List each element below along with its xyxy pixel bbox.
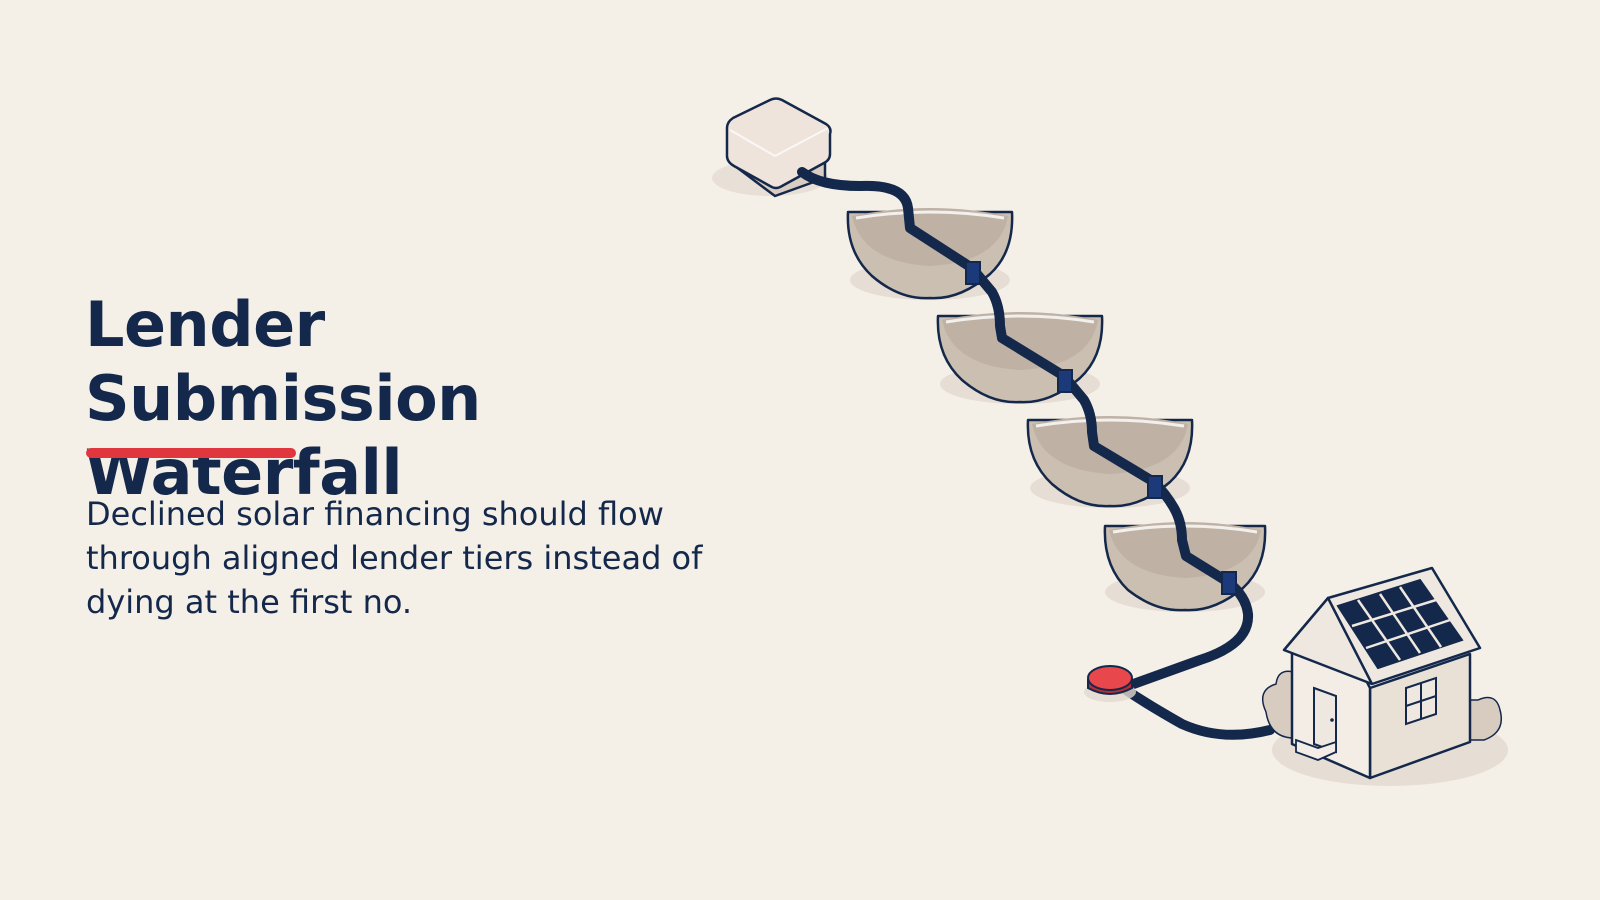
title-underline	[86, 448, 296, 458]
solar-home-icon	[1261, 566, 1508, 786]
lender-tier-2-bowl	[936, 312, 1104, 404]
title-line-1: Lender Submission	[85, 288, 481, 435]
flow-pipe	[797, 167, 1275, 740]
submission-source-icon	[712, 97, 832, 198]
subtitle-text: Declined solar financing should flow thr…	[86, 495, 703, 621]
decline-stop-icon	[1084, 665, 1136, 702]
